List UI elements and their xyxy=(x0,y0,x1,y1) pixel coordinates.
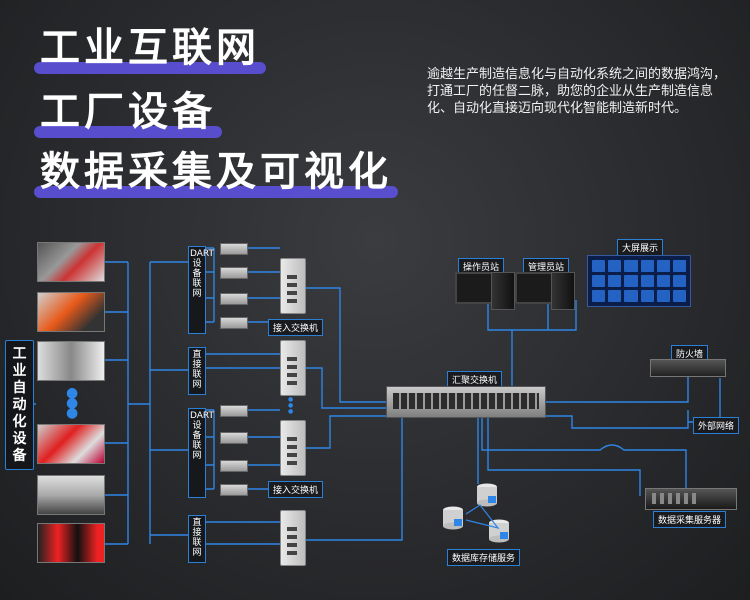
operator-station-label: 操作员站 xyxy=(458,258,505,275)
description-text: 逾越生产制造信息化与自动化系统之间的数据鸿沟，打通工厂的任督二脉，助您的企业从生… xyxy=(427,67,727,116)
equipment-photo-4 xyxy=(37,424,105,464)
database-icon xyxy=(477,483,497,507)
access-switch-1-label: 接入交换机 xyxy=(268,319,324,336)
access-switch-3-label: 接入交换机 xyxy=(268,481,324,498)
protocol-converter xyxy=(220,267,248,279)
title-data-collection-visualization: 数据采集及可视化 xyxy=(34,152,398,198)
database-icon xyxy=(489,519,509,543)
protocol-converter xyxy=(220,484,248,496)
more-equipment-dots: ●●● xyxy=(66,385,79,421)
protocol-converter xyxy=(220,432,248,444)
big-screen-display xyxy=(587,255,691,307)
access-switch-3 xyxy=(280,420,306,476)
title-industrial-internet: 工业互联网 xyxy=(34,28,266,74)
equipment-photo-5 xyxy=(37,475,105,515)
title-factory-equipment: 工厂设备 xyxy=(34,92,222,138)
group-direct-1-label: 直接联网 xyxy=(188,347,206,395)
equipment-photo-1 xyxy=(37,242,105,282)
protocol-converter xyxy=(220,405,248,417)
more-switch-dots: ●●● xyxy=(288,396,294,415)
collection-server-label: 数据采集服务器 xyxy=(653,511,727,528)
database-icon xyxy=(443,506,463,530)
access-switch-4 xyxy=(280,510,306,566)
core-switch xyxy=(386,386,546,418)
group-direct-2-label: 直接联网 xyxy=(188,515,206,563)
protocol-converter xyxy=(220,293,248,305)
group-dart-1-label: DART设备联网 xyxy=(188,246,214,334)
access-switch-1 xyxy=(280,258,306,314)
database-service-label: 数据库存储服务 xyxy=(447,549,521,566)
protocol-converter xyxy=(220,243,248,255)
equipment-photo-6 xyxy=(37,523,105,563)
protocol-converter xyxy=(220,460,248,472)
equipment-photo-3 xyxy=(37,341,105,381)
group-dart-2-label: DART设备联网 xyxy=(188,408,214,498)
protocol-converter xyxy=(220,317,248,329)
big-screen-label: 大屏展示 xyxy=(617,239,664,256)
access-switch-2 xyxy=(280,340,306,396)
collection-server xyxy=(645,488,737,510)
equipment-photo-2 xyxy=(37,292,105,332)
external-network-label: 外部网络 xyxy=(693,417,740,434)
firewall xyxy=(650,359,726,377)
industrial-automation-equipment-label: 工业自 动化设 备 xyxy=(5,340,34,470)
